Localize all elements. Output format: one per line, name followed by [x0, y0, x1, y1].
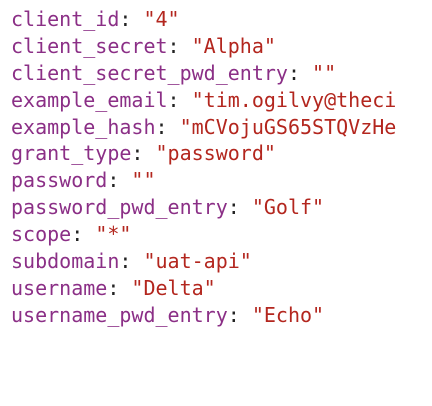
property-row-subdomain[interactable]: subdomain: "uat-api": [11, 248, 432, 275]
key-value-separator: :: [227, 195, 252, 220]
property-row-scope[interactable]: scope: "*": [11, 221, 432, 248]
property-value: "uat-api": [143, 249, 252, 274]
property-key: scope: [11, 222, 72, 247]
key-value-separator: :: [227, 302, 252, 327]
property-value: "mCVojuGS65STQVzHe: [179, 114, 397, 139]
property-row-example-email[interactable]: example_email: "tim.ogilvy@theci: [11, 87, 432, 114]
property-key: example_email: [11, 87, 168, 112]
key-value-separator: :: [119, 249, 144, 274]
property-value: "Alpha": [191, 33, 276, 58]
property-row-client-secret[interactable]: client_secret: "Alpha": [11, 33, 432, 60]
property-row-username-pwd-entry[interactable]: username_pwd_entry: "Echo": [11, 302, 432, 329]
property-row-example-hash[interactable]: example_hash: "mCVojuGS65STQVzHe: [11, 114, 432, 141]
property-value: "*": [95, 222, 132, 247]
key-value-separator: :: [155, 114, 180, 139]
key-value-separator: :: [167, 33, 192, 58]
property-key: client_secret: [11, 33, 168, 58]
property-value: "tim.ogilvy@theci: [191, 87, 397, 112]
key-value-separator: :: [287, 60, 313, 85]
property-value: "": [312, 60, 337, 85]
property-value: "Delta": [131, 275, 216, 300]
property-value: "4": [143, 7, 180, 31]
key-value-separator: :: [71, 222, 96, 247]
property-row-password[interactable]: password: "": [11, 167, 432, 194]
property-value: "Echo": [251, 302, 325, 327]
property-value: "": [131, 168, 156, 193]
property-key: subdomain: [11, 249, 120, 274]
property-key: username: [11, 275, 108, 300]
key-value-separator: :: [107, 168, 132, 193]
property-key: username_pwd_entry: [11, 302, 228, 327]
property-list: client_id: "4" client_secret: "Alpha" cl…: [11, 6, 432, 329]
property-key: grant_type: [11, 141, 132, 166]
property-row-username[interactable]: username: "Delta": [11, 275, 432, 302]
property-key: example_hash: [11, 114, 156, 139]
property-key: client_id: [11, 7, 120, 31]
key-value-separator: :: [107, 275, 132, 300]
property-value: "Golf": [251, 195, 325, 220]
property-row-grant-type[interactable]: grant_type: "password": [11, 140, 432, 167]
property-key: password: [11, 168, 108, 193]
property-key: client_secret_pwd_entry: [11, 60, 288, 85]
property-value: "password": [155, 141, 276, 166]
property-row-password-pwd-entry[interactable]: password_pwd_entry: "Golf": [11, 194, 432, 221]
property-row-client-secret-pwd-entry[interactable]: client_secret_pwd_entry: "": [11, 60, 432, 87]
key-value-separator: :: [167, 87, 192, 112]
key-value-separator: :: [119, 7, 144, 31]
property-key: password_pwd_entry: [11, 195, 228, 220]
property-row-client-id[interactable]: client_id: "4": [11, 6, 432, 33]
key-value-separator: :: [131, 141, 156, 166]
